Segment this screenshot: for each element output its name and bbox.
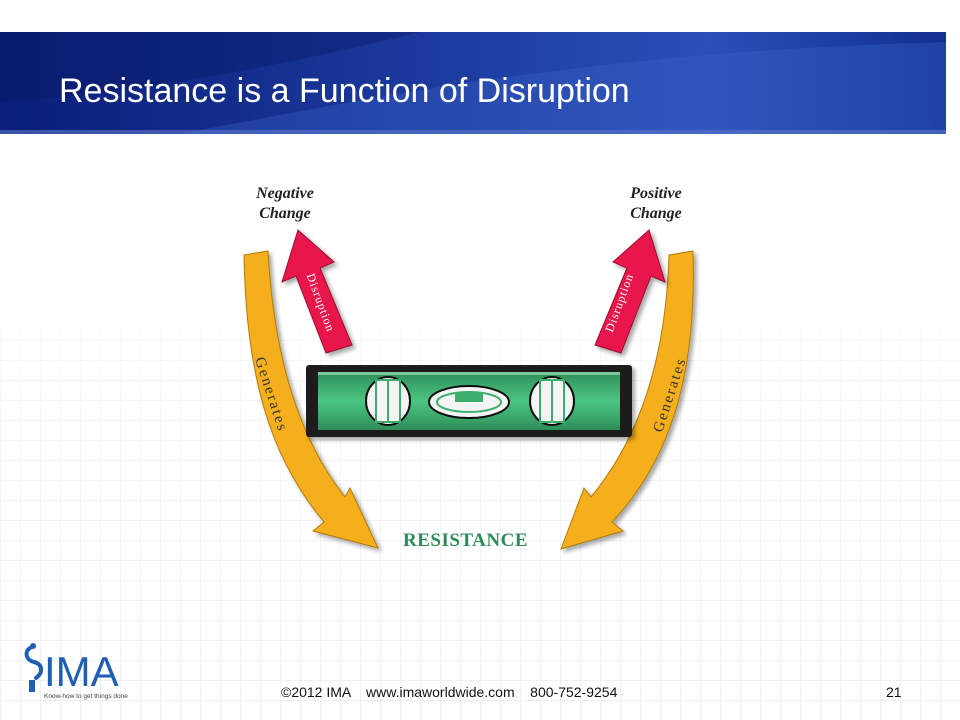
disruption-diagram: Disruption Disruption Generates Generate… xyxy=(243,229,694,550)
positive-line1: Positive xyxy=(630,185,682,202)
right-disruption-arrow xyxy=(594,229,666,354)
footer-text: ©2012 IMA www.imaworldwide.com 800-752-9… xyxy=(281,684,618,700)
negative-line1: Negative xyxy=(256,185,314,202)
ima-logo: IMA Know-how to get things done xyxy=(24,643,128,700)
resistance-label: RESISTANCE xyxy=(403,530,529,551)
positive-line2: Change xyxy=(630,205,682,222)
negative-change-label: Negative Change xyxy=(245,184,325,224)
slide-title: Resistance is a Function of Disruption xyxy=(59,72,630,110)
positive-change-label: Positive Change xyxy=(616,184,696,224)
logo-tagline: Know-how to get things done xyxy=(44,693,128,700)
left-disruption-arrow xyxy=(281,229,353,354)
title-banner xyxy=(0,32,946,134)
left-generates-arrow xyxy=(243,250,379,549)
right-generates-arrow xyxy=(560,250,694,550)
logo-wordmark: IMA xyxy=(44,648,119,695)
negative-line2: Change xyxy=(259,205,311,222)
page-number: 21 xyxy=(886,684,902,700)
spirit-level-graphic xyxy=(306,365,632,437)
ima-logo-mark-icon xyxy=(24,643,43,692)
